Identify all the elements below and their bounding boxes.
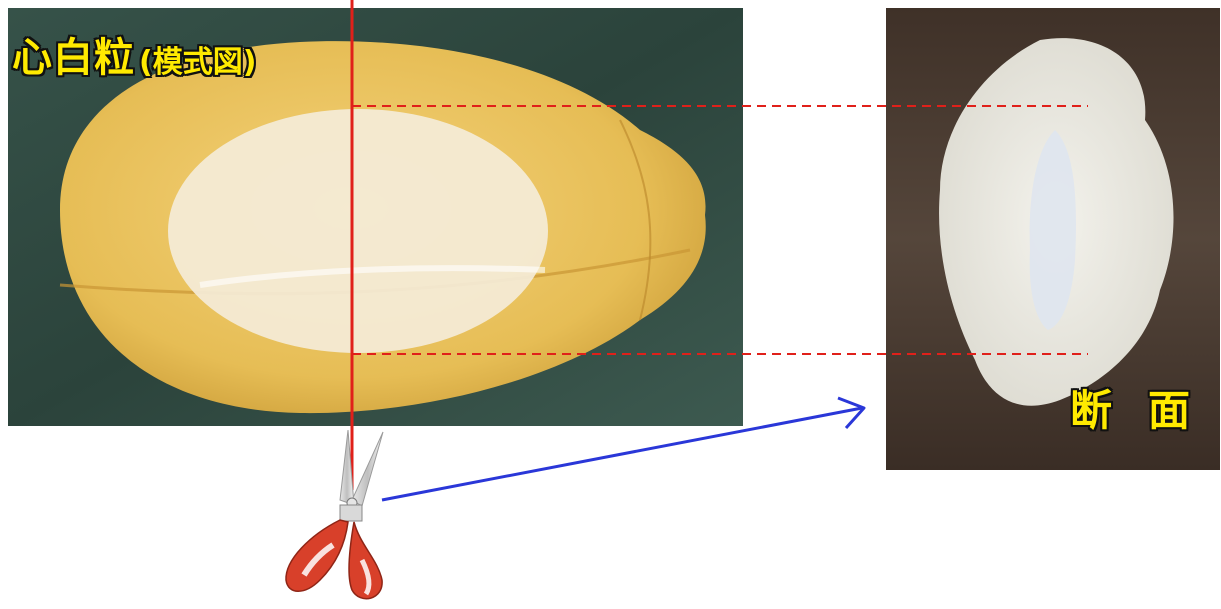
diagram-title: 心白粒 (模式図) bbox=[12, 38, 256, 78]
white-core bbox=[168, 109, 548, 353]
cross-section-label: 断 面 bbox=[1070, 390, 1190, 432]
cross-section-label-char1: 断 bbox=[1070, 390, 1112, 432]
title-main: 心白粒 bbox=[12, 38, 135, 78]
cross-section-label-char2: 面 bbox=[1148, 390, 1190, 432]
scissors-icon bbox=[286, 430, 383, 599]
title-sub: (模式図) bbox=[139, 48, 256, 78]
